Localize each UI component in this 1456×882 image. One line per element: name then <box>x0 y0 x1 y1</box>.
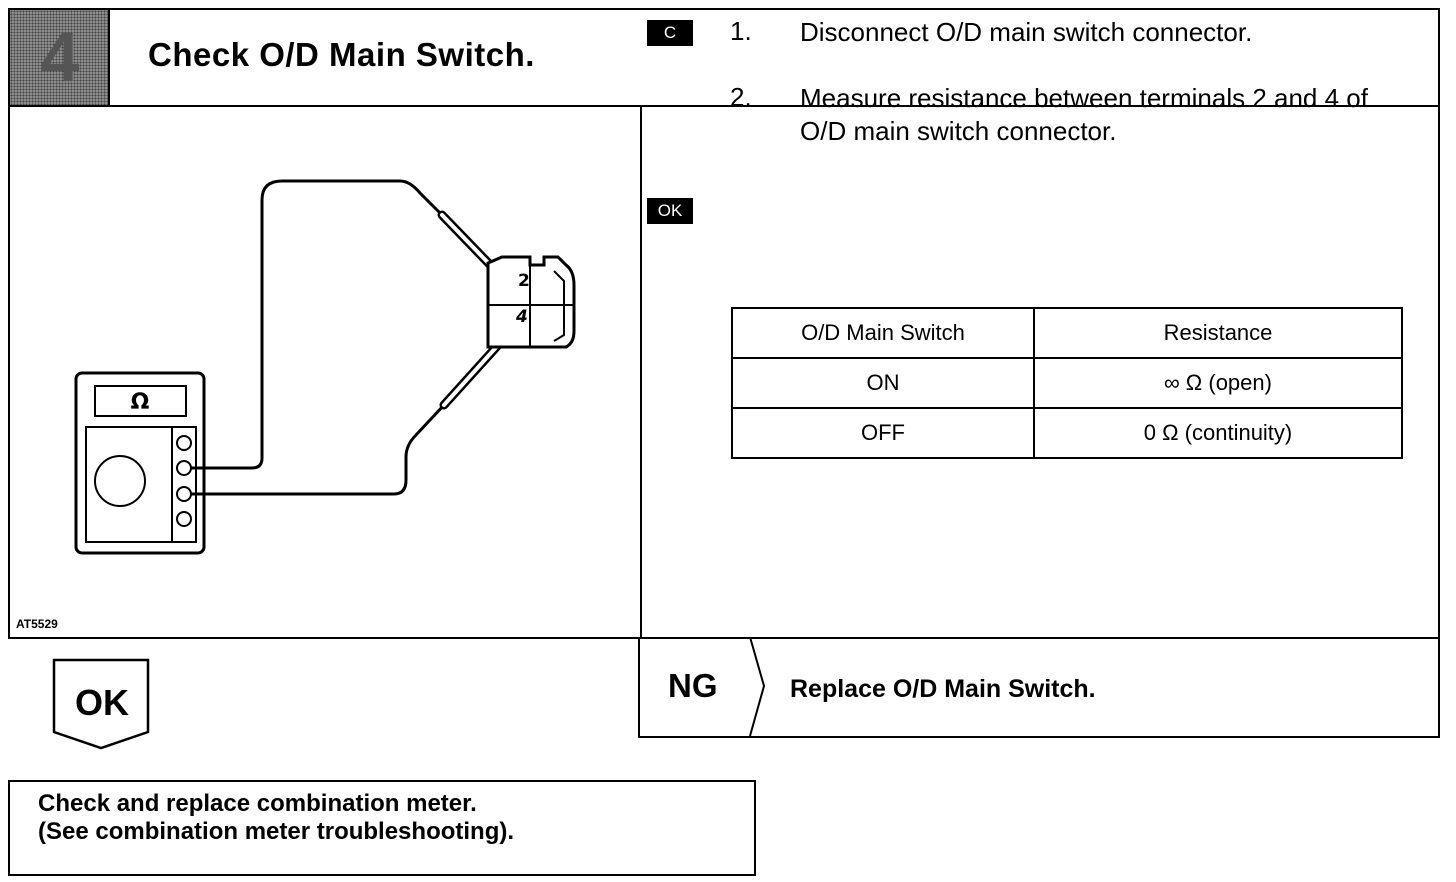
step-1-number: 1. <box>730 16 752 46</box>
terminal-4-label: 4 <box>515 307 528 327</box>
table-header-row: O/D Main Switch Resistance <box>731 307 1403 359</box>
ng-result-box: NG Replace O/D Main Switch. <box>638 637 1440 738</box>
ohmmeter-dial <box>94 455 146 507</box>
test-lead-2 <box>191 403 446 496</box>
wiring-diagram: Ω 2 4 AT5529 <box>10 105 640 637</box>
badge-c: C <box>647 20 693 46</box>
terminal-2-label: 2 <box>518 271 530 291</box>
panel-divider <box>640 105 642 637</box>
table-row: ON ∞ Ω (open) <box>731 357 1403 409</box>
step-number: 4 <box>40 18 80 96</box>
ng-chevron <box>749 637 766 736</box>
ok-result-box: Check and replace combination meter. (Se… <box>8 780 756 876</box>
step-2-number: 2. <box>730 82 752 112</box>
table-cell: OFF <box>731 407 1035 459</box>
ohmmeter-display <box>94 385 187 417</box>
ng-action-text: Replace O/D Main Switch. <box>790 675 1096 703</box>
ohm-symbol: Ω <box>131 390 150 415</box>
table-cell: 0 Ω (continuity) <box>1033 407 1403 459</box>
ok-arrow <box>52 658 150 750</box>
step-number-box <box>10 10 110 105</box>
figure-code: AT5529 <box>16 617 58 631</box>
ng-label: NG <box>668 667 718 704</box>
step-1-text: Disconnect O/D main switch connector. <box>800 17 1253 47</box>
step-header: 4 Check O/D Main Switch. <box>8 8 1440 107</box>
ok-label: OK <box>75 682 129 723</box>
table-cell: ON <box>731 357 1035 409</box>
table-header: O/D Main Switch <box>731 307 1035 359</box>
test-lead-1 <box>191 179 444 470</box>
table-header: Resistance <box>1033 307 1403 359</box>
ohmmeter-diagram: Ω 2 4 <box>74 179 576 555</box>
jack-4 <box>176 511 192 527</box>
jack-1 <box>176 435 192 451</box>
badge-ok: OK <box>647 198 693 224</box>
ok-action-line-1: Check and replace combination meter. <box>38 790 477 817</box>
ok-action-line-2: (See combination meter troubleshooting). <box>38 818 515 845</box>
table-row: OFF 0 Ω (continuity) <box>731 407 1403 459</box>
resistance-table: O/D Main Switch Resistance ON ∞ Ω (open)… <box>731 307 1403 459</box>
jack-3 <box>176 486 192 502</box>
page-title: Check O/D Main Switch. <box>148 36 535 73</box>
table-cell: ∞ Ω (open) <box>1033 357 1403 409</box>
main-panel: Ω 2 4 AT5529 <box>8 105 1440 639</box>
jack-2 <box>176 460 192 476</box>
step-2-text: Measure resistance between terminals 2 a… <box>800 83 1368 146</box>
ok-action-text: Check and replace combination meter. (Se… <box>38 790 514 846</box>
